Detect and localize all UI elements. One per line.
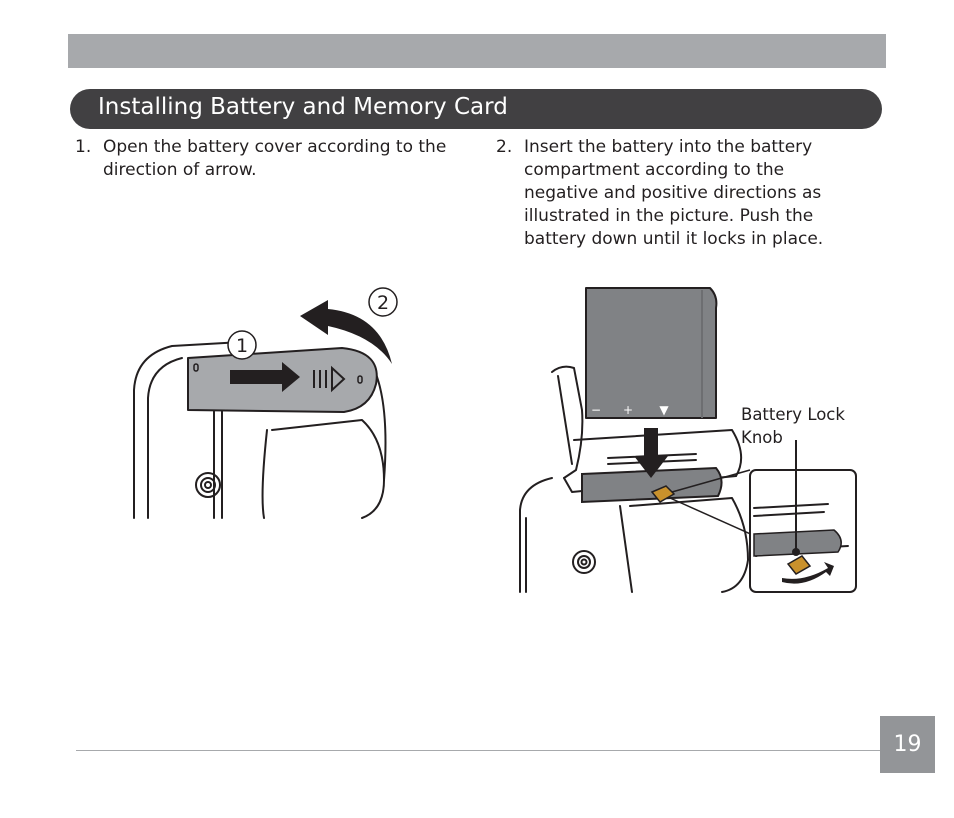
step-marker-1: 1 <box>236 335 248 357</box>
battery <box>585 287 718 419</box>
battery-arrow-symbol: ▼ <box>659 403 669 417</box>
slide-arrow-icon <box>230 362 300 392</box>
battery-minus-symbol: − <box>591 403 601 417</box>
step-text: Open the battery cover according to the … <box>103 137 447 180</box>
battery-lock-knob-zoomed <box>786 555 812 575</box>
insert-arrow-icon <box>634 428 668 478</box>
header-band <box>68 34 886 68</box>
lift-arrow-icon <box>300 300 392 364</box>
step-number: 2. <box>496 137 513 157</box>
step-number: 1. <box>75 137 92 157</box>
battery-lock-knob-label: Battery Lock Knob <box>741 405 845 447</box>
battery-compartment <box>581 466 723 504</box>
step-marker-2: 2 <box>377 292 389 314</box>
battery-lock-knob <box>650 485 676 503</box>
footer-rule <box>76 750 880 751</box>
step-text: Insert the battery into the battery comp… <box>524 137 824 249</box>
battery-plus-symbol: + <box>623 403 633 417</box>
insert-battery-illustration: − + ▼ <box>519 287 857 593</box>
open-cover-illustration: 1 2 <box>133 287 398 519</box>
page-number: 19 <box>880 716 935 773</box>
rotate-arrow-icon <box>782 562 834 584</box>
section-title: Installing Battery and Memory Card <box>70 89 882 129</box>
